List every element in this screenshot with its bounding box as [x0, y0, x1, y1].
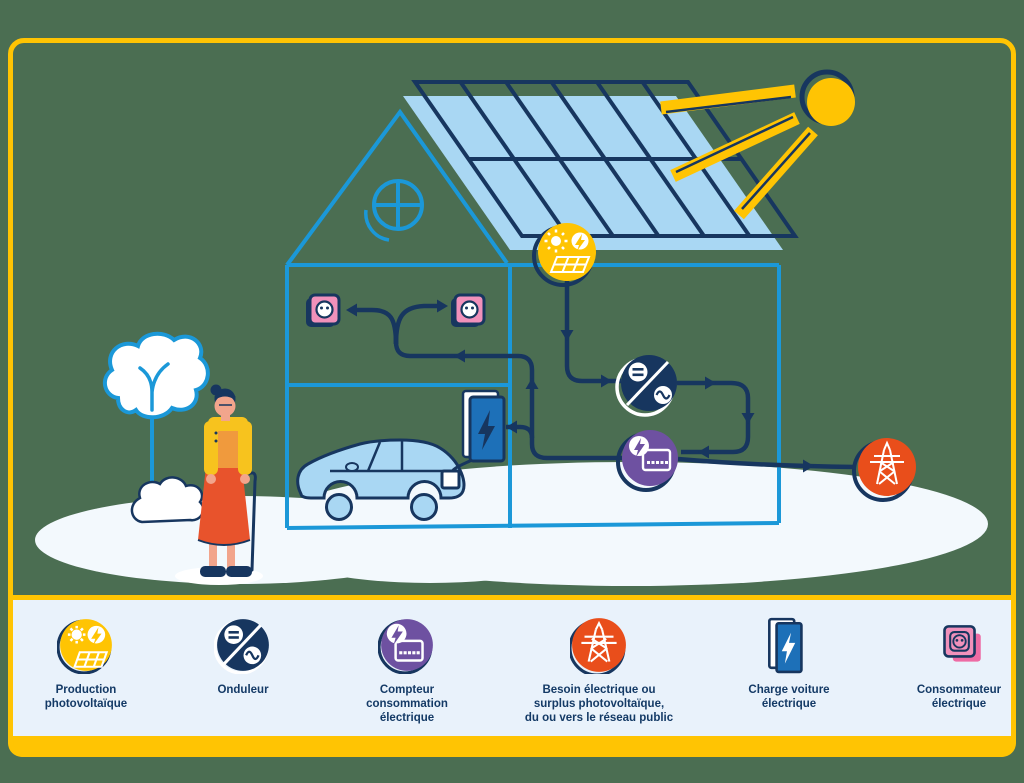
solar-production-icon [57, 616, 115, 674]
legend-item-inverter: Onduleur [158, 616, 328, 697]
energy-flow-lines [346, 281, 857, 473]
tree [102, 331, 210, 492]
legend-label: Onduleur [217, 684, 269, 696]
legend-label: Consommateur électrique [916, 684, 1002, 710]
solar-panel-roof [403, 80, 799, 250]
grid-pylon-badge [852, 438, 916, 502]
pv-production-badge [532, 223, 596, 287]
legend-label: Production photovoltaïque [44, 684, 128, 710]
legend-panel: Production photovoltaïque Onduleur [11, 595, 1013, 742]
legend-item-meter: Compteur consommation électrique [322, 616, 492, 725]
legend-item-grid: Besoin électrique ou surplus photovoltaï… [499, 616, 699, 725]
electric-car [296, 438, 466, 521]
inverter-icon [214, 616, 272, 674]
round-window-icon [364, 179, 424, 242]
inverter-badge [615, 355, 677, 417]
house [285, 108, 781, 530]
legend-label: Besoin électrique ou surplus photovoltaï… [524, 684, 674, 724]
legend-label: Compteur consommation électrique [366, 684, 448, 724]
sun-icon [660, 69, 855, 220]
consumption-meter-badge [616, 430, 678, 492]
wall-socket-icon [306, 293, 341, 327]
legend-label: Charge voiture électrique [748, 684, 830, 710]
wall-socket-icon [451, 293, 486, 327]
bush [130, 476, 205, 524]
consumption-meter-icon [378, 616, 436, 674]
ev-charger-icon [440, 389, 506, 490]
solar-home-diagram [35, 69, 988, 586]
bottom-yellow-band [8, 736, 1016, 757]
flow-arrows [346, 299, 814, 473]
electrical-consumer-icon [930, 616, 988, 674]
ev-charging-icon [760, 616, 818, 674]
legend-item-ev-charge: Charge voiture électrique [704, 616, 874, 711]
legend-item-consumer: Consommateur électrique [874, 616, 1024, 711]
power-grid-pylon-icon [570, 616, 628, 674]
person-with-cane [175, 384, 263, 585]
legend-item-production: Production photovoltaïque [1, 616, 171, 711]
